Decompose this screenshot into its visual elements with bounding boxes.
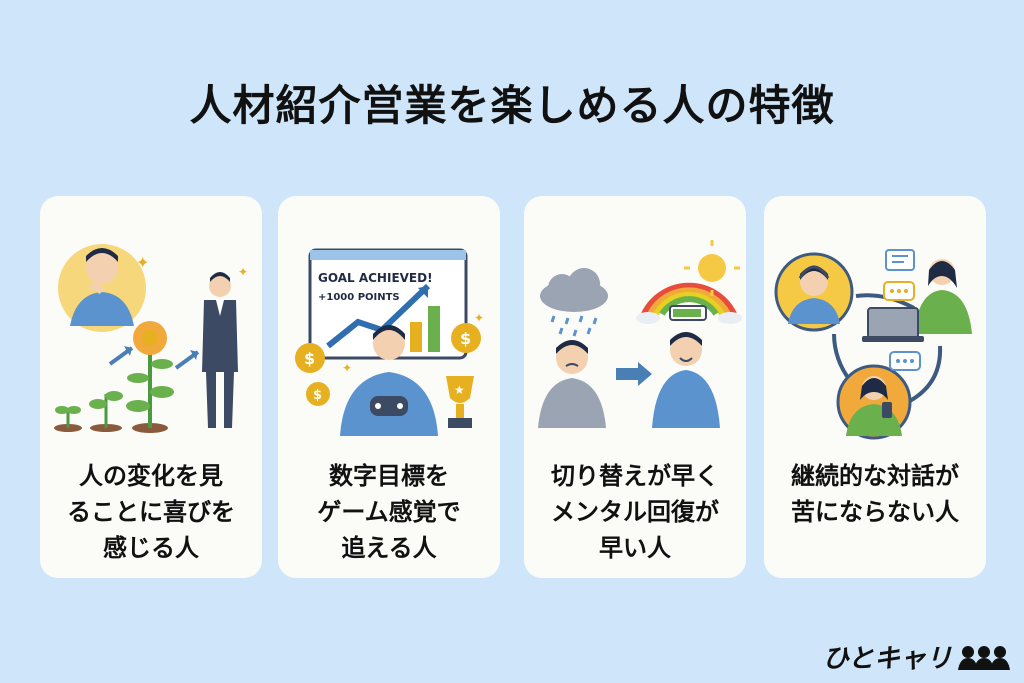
svg-text:✦: ✦ [474,311,484,325]
brand-logo: ひとキャリ [823,638,1012,675]
game-illustration: GOAL ACHIEVED! +1000 POINTS $ $ $ ★ ✦ ✦ [295,248,484,436]
caption-line: 数字目標を [329,462,449,490]
card-caption: 継続的な対話が 苦にならない人 [764,458,986,530]
svg-text:$: $ [460,329,471,348]
svg-text:✦: ✦ [238,265,248,279]
growth-illustration: ✦ ✦ [54,244,248,433]
caption-line: 早い人 [599,534,671,562]
card-caption: 人の変化を見 ることに喜びを 感じる人 [40,458,262,566]
svg-text:✦: ✦ [136,253,149,272]
caption-line: ることに喜びを [67,498,235,526]
caption-line: ゲーム感覚で [317,498,461,526]
caption-line: 継続的な対話が [791,462,959,490]
brand-logo-text: ひとキャリ [822,644,952,674]
page-title: 人材紹介営業を楽しめる人の特徴 [189,81,835,130]
screen-text-points: +1000 POINTS [318,292,400,303]
caption-line: 苦にならない人 [791,498,959,526]
screen-text-goal: GOAL ACHIEVED! [318,271,433,285]
recovery-illustration [538,240,742,428]
feature-card-recovery: 切り替えが早く メンタル回復が 早い人 [524,196,746,578]
people-icon [958,645,1010,670]
card-caption: 切り替えが早く メンタル回復が 早い人 [524,458,746,566]
svg-text:$: $ [313,388,322,403]
feature-card-dialogue: 継続的な対話が 苦にならない人 [764,196,986,578]
svg-text:★: ★ [454,383,465,397]
caption-line: メンタル回復が [551,498,719,526]
card-caption: 数字目標を ゲーム感覚で 追える人 [278,458,500,566]
caption-line: 人の変化を見 [79,462,223,490]
feature-card-game: GOAL ACHIEVED! +1000 POINTS $ $ $ ★ ✦ ✦ … [278,196,500,578]
feature-card-growth: ✦ ✦ 人の変化を見 ることに喜びを 感じる人 [40,196,262,578]
caption-line: 切り替えが早く [551,462,719,490]
caption-line: 感じる人 [103,534,199,562]
caption-line: 追える人 [341,534,437,562]
dialogue-illustration [774,249,972,440]
svg-text:$: $ [304,349,315,368]
svg-text:✦: ✦ [342,361,352,375]
